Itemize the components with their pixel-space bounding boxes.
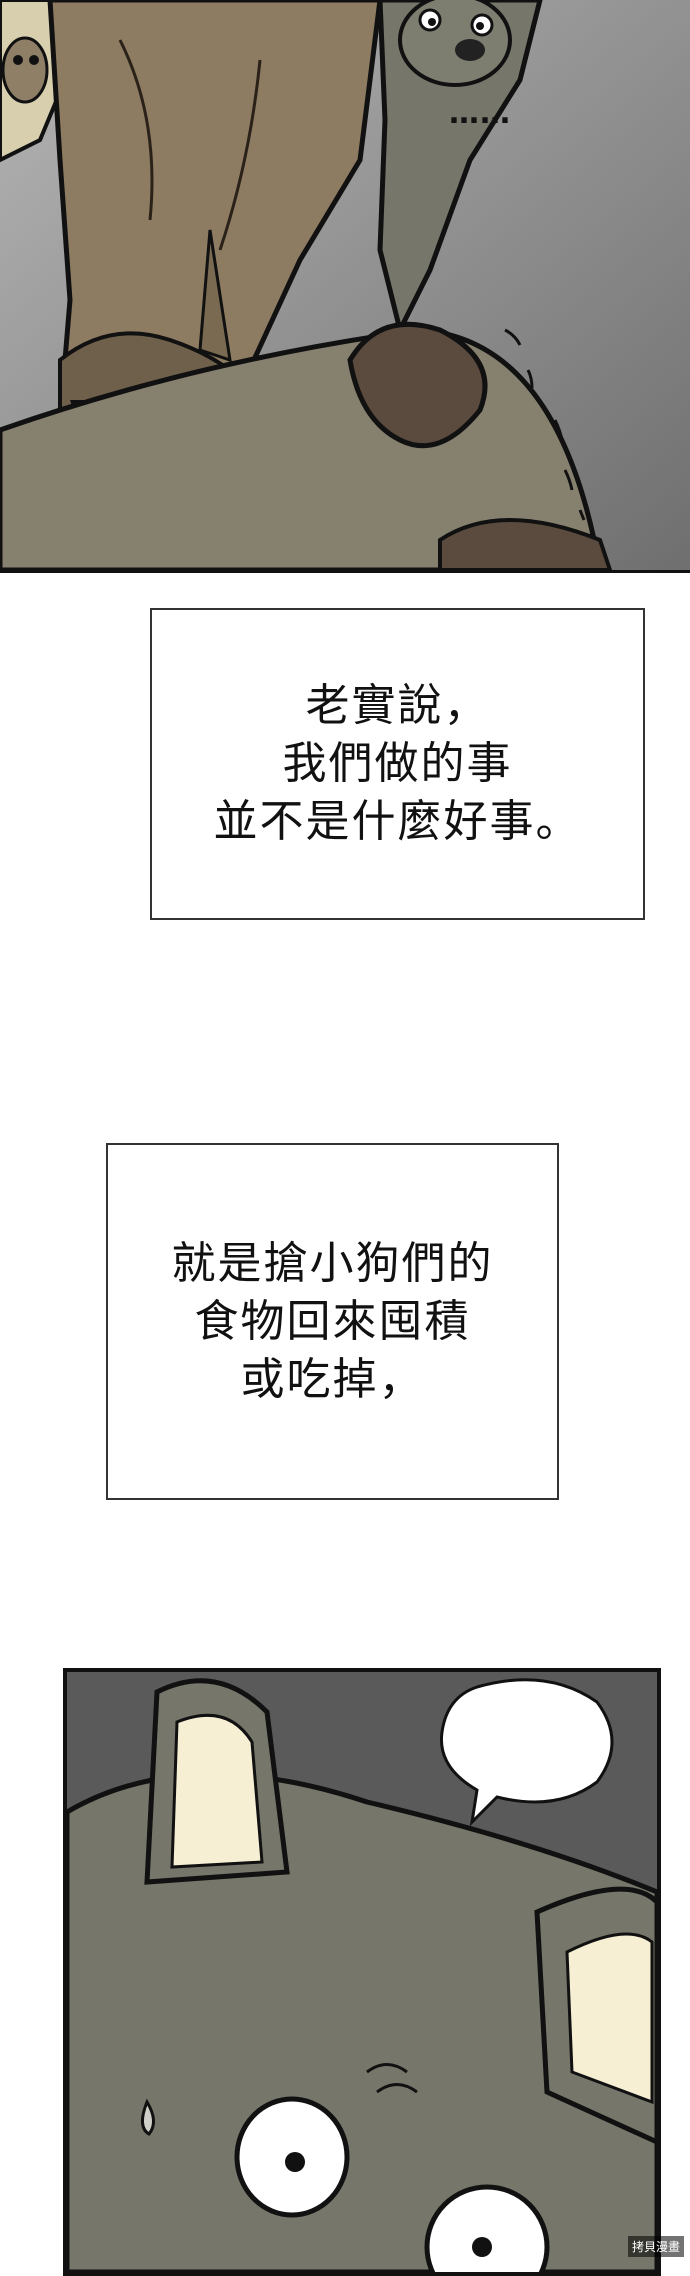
narration-box-1: 老實說， 我們做的事 並不是什麼好事。 [150,608,645,920]
dog-eyes [234,2096,550,2272]
narration-line: 我們做的事 [282,738,513,789]
watermark-text: 拷貝漫畫 [627,2236,684,2257]
narration-line: 食物回來囤積 [194,1295,471,1347]
narration-line: 就是搶小狗們的 [171,1237,494,1289]
narration-line: 並不是什麼好事。 [213,796,582,847]
narration-line: 或吃掉， [240,1353,425,1405]
speech-bubble-shape [439,1678,614,1827]
speech-bubble-text: …… [449,96,511,131]
narration-line: 老實說， [305,680,490,731]
comic-panel-bottom [63,1668,661,2276]
gray-dog-closeup-illustration [67,1672,657,2272]
gray-dog-right [377,0,543,338]
sweat-lines [504,328,586,521]
dog-scene-illustration [0,0,690,570]
dog-ear-left [144,1678,290,1885]
dog-ear-right [534,1886,657,2145]
lying-dog-bottom [0,321,613,570]
narration-box-2: 就是搶小狗們的 食物回來囤積 或吃掉， [106,1143,559,1500]
comic-panel-top [0,0,690,573]
